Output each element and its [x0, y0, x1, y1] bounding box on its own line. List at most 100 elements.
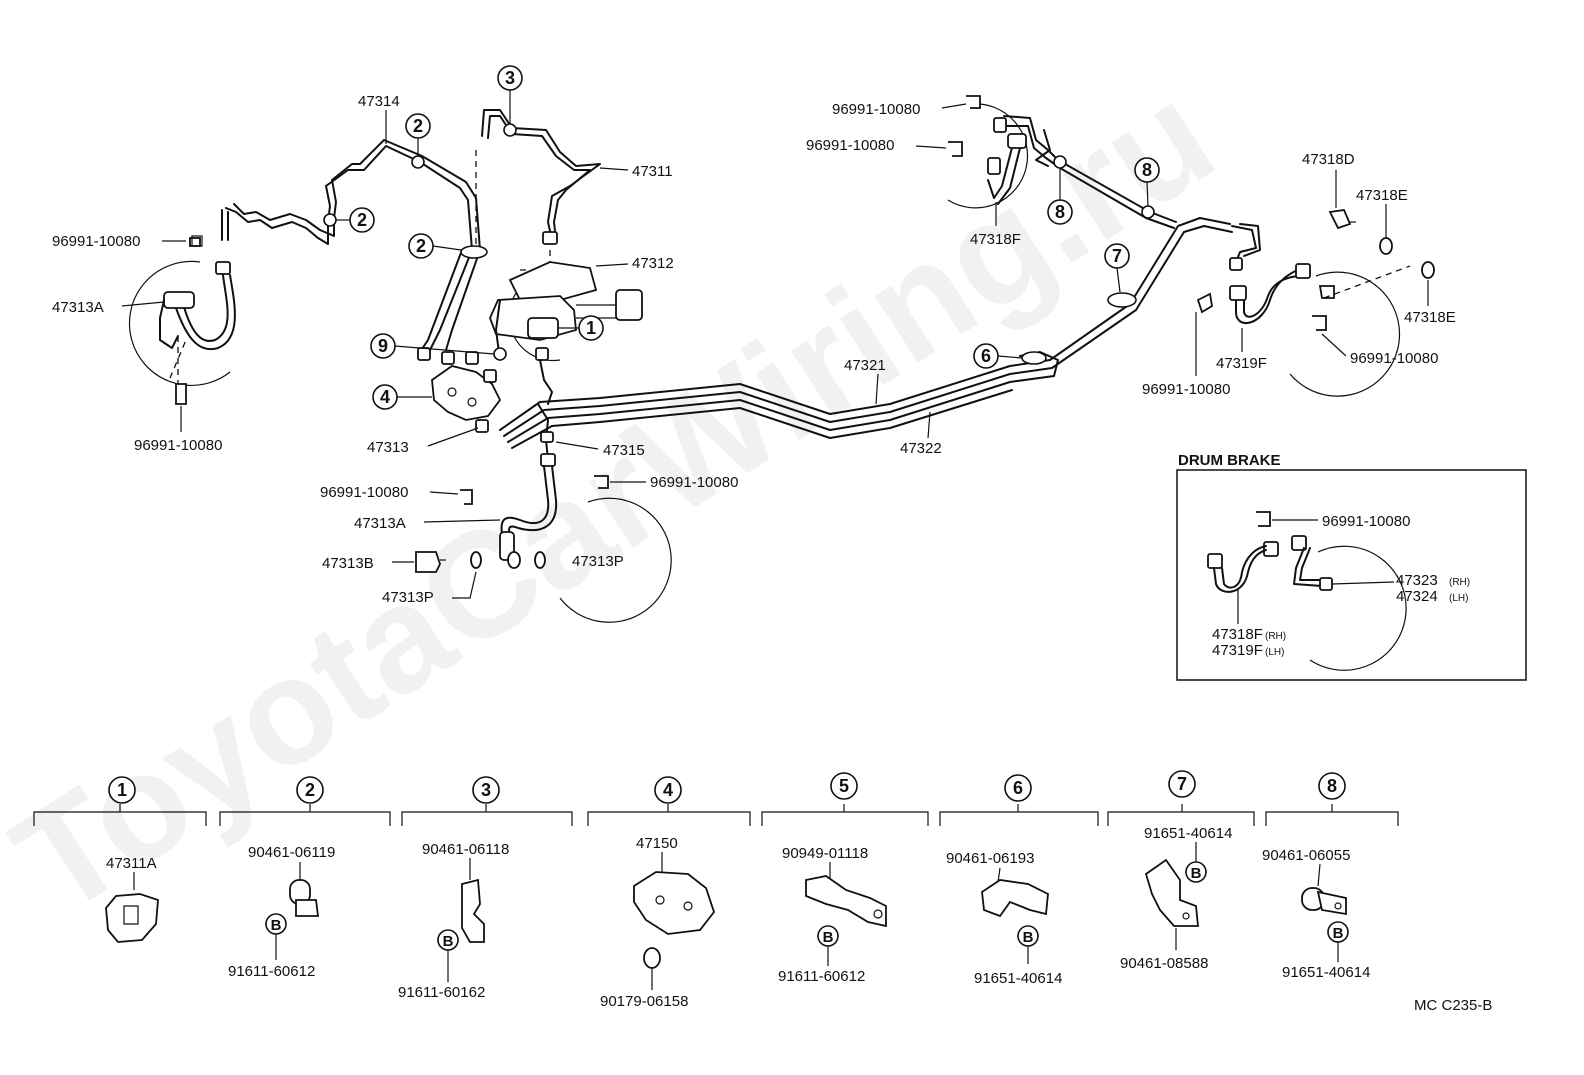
front-right-brake-assembly — [415, 465, 672, 623]
clamp-2-large — [460, 245, 488, 259]
detail-1-part-a: 47311A — [106, 855, 157, 872]
label-47313B: 47313B — [322, 555, 374, 572]
figure-code: MC C235-B — [1414, 997, 1492, 1014]
detail-7-part-a: 91651-40614 — [1144, 825, 1232, 842]
pipe-47315 — [537, 403, 549, 461]
clamp-6 — [1021, 351, 1047, 365]
svg-text:B: B — [823, 929, 834, 946]
label-47313P-right: 47313P — [572, 553, 624, 570]
svg-text:1: 1 — [586, 318, 596, 338]
svg-text:B: B — [1023, 929, 1034, 946]
drum-clip-label: 96991-10080 — [1322, 513, 1410, 530]
detail-6-part-a: 90461-06193 — [946, 850, 1034, 867]
svg-text:7: 7 — [1112, 246, 1122, 266]
detail-6-part-b: 91651-40614 — [974, 970, 1062, 987]
svg-text:2: 2 — [305, 780, 315, 800]
rear-top-brake-assembly — [947, 95, 1177, 229]
label-47318E-top: 47318E — [1356, 187, 1408, 204]
detail-8-part-b: 91651-40614 — [1282, 964, 1370, 981]
detail-3-part-a: 90461-06118 — [422, 841, 509, 858]
label-clip-center-1: 96991-10080 — [320, 484, 408, 501]
drum-label-47319F: 47319F — [1212, 642, 1263, 659]
callout-2-upper: 2 — [405, 113, 431, 156]
callout-2-left: 2 — [336, 207, 375, 233]
clamp-2-left — [323, 213, 337, 227]
callout-8-lower: 8 — [1047, 168, 1073, 225]
callout-3: 3 — [497, 65, 523, 124]
pipe-47311 — [481, 109, 601, 241]
detail-5-part-b: 91611-60612 — [778, 968, 865, 985]
clamp-8-upper — [1141, 205, 1155, 219]
label-clip-front-left-1: 96991-10080 — [52, 233, 140, 250]
label-47311: 47311 — [632, 163, 673, 180]
detail-group-7: 7 91651-40614 B 90461-08588 — [1120, 770, 1232, 972]
label-47312: 47312 — [632, 255, 674, 272]
front-left-disc-outline — [128, 260, 231, 386]
pipe-47314 — [225, 145, 473, 351]
front-left-hose-fitting — [163, 291, 195, 309]
label-47321: 47321 — [844, 357, 886, 374]
label-47313A-lower: 47313A — [354, 515, 406, 532]
callout-2-mid: 2 — [408, 233, 462, 259]
label-47319F: 47319F — [1216, 355, 1267, 372]
label-clip-front-left-2: 96991-10080 — [134, 437, 222, 454]
detail-group-8: 8 90461-06055 B 91651-40614 — [1262, 772, 1370, 981]
clamp-3 — [503, 123, 517, 137]
svg-text:2: 2 — [416, 236, 426, 256]
detail-2-part-b: 91611-60612 — [228, 963, 315, 980]
svg-text:8: 8 — [1327, 776, 1337, 796]
pipe-47321 — [499, 217, 1231, 431]
svg-text:(LH): (LH) — [1265, 647, 1284, 658]
drum-label-47318F: 47318F — [1212, 626, 1263, 643]
label-47318E-right: 47318E — [1404, 309, 1456, 326]
label-47313: 47313 — [367, 439, 409, 456]
label-47314: 47314 — [358, 93, 400, 110]
svg-text:(LH): (LH) — [1449, 593, 1468, 604]
label-47315: 47315 — [603, 442, 645, 459]
callout-9: 9 — [370, 333, 507, 361]
detail-4-part-b: 90179-06158 — [600, 993, 688, 1010]
master-cylinder-assembly — [489, 261, 643, 405]
svg-text:B: B — [271, 917, 282, 934]
svg-text:5: 5 — [839, 776, 849, 796]
drum-brake-frame — [1176, 469, 1527, 681]
label-clip-top-right-2: 96991-10080 — [806, 137, 894, 154]
svg-text:4: 4 — [663, 780, 673, 800]
proportioning-valve — [417, 347, 502, 433]
detail-group-5: 5 90949-01118 B 91611-60612 — [778, 772, 887, 985]
fitting-47311A — [527, 317, 559, 339]
svg-text:B: B — [1333, 925, 1344, 942]
svg-text:4: 4 — [380, 387, 390, 407]
callout-6: 6 — [973, 343, 1023, 369]
svg-text:3: 3 — [505, 68, 515, 88]
svg-text:1: 1 — [117, 780, 127, 800]
detail-3-part-b: 91611-60162 — [398, 984, 485, 1001]
clamp-2-upper — [411, 155, 425, 169]
detail-2-part-a: 90461-06119 — [248, 844, 335, 861]
callout-7: 7 — [1104, 243, 1130, 293]
pipe-47322 — [503, 225, 1233, 437]
main-part-labels: 47314 47311 47312 96991-10080 47313A 969… — [52, 93, 1456, 606]
clamp-7 — [1107, 292, 1137, 308]
label-47322: 47322 — [900, 440, 942, 457]
svg-text:8: 8 — [1142, 160, 1152, 180]
label-47318F: 47318F — [970, 231, 1021, 248]
svg-text:6: 6 — [981, 346, 991, 366]
detail-group-3: 3 90461-06118 B 91611-60162 — [398, 776, 509, 1001]
label-clip-center-2: 96991-10080 — [650, 474, 738, 491]
callout-1: 1 — [558, 315, 604, 341]
svg-text:(RH): (RH) — [1449, 577, 1470, 588]
svg-text:(RH): (RH) — [1265, 631, 1286, 642]
svg-text:3: 3 — [481, 780, 491, 800]
drum-label-47323: 47323 — [1396, 572, 1438, 589]
label-clip-top-right-1: 96991-10080 — [832, 101, 920, 118]
detail-group-4: 4 47150 90179-06158 — [600, 776, 716, 1010]
detail-group-1: 1 47311A — [105, 776, 159, 943]
svg-text:B: B — [443, 933, 454, 950]
clamp-8-lower — [1053, 155, 1067, 169]
detail-5-part-a: 90949-01118 — [782, 845, 868, 862]
svg-text:2: 2 — [357, 210, 367, 230]
detail-8-part-a: 90461-06055 — [1262, 847, 1350, 864]
